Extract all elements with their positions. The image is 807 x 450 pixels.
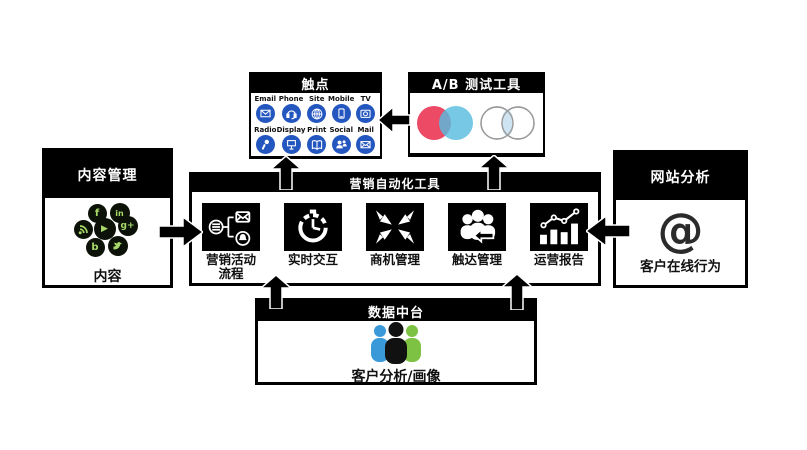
venn-overlap-lens bbox=[501, 110, 514, 136]
data-platform-title: 数据中台 bbox=[258, 301, 534, 321]
venn-diagrams bbox=[417, 106, 535, 140]
touchpoint-social: Social bbox=[328, 126, 354, 154]
web-analytics-title: 网站分析 bbox=[616, 153, 745, 200]
site-icon bbox=[307, 104, 327, 123]
converge-arrows-icon bbox=[366, 203, 424, 251]
mobile-icon bbox=[331, 104, 351, 123]
content-management-box: 内容管理 f in ▶ g+ b 内容 bbox=[42, 148, 173, 288]
audience-reach-icon bbox=[448, 203, 506, 251]
arrow-automation-to-ab bbox=[479, 155, 509, 190]
at-symbol: @ bbox=[657, 203, 704, 257]
tool-operations-report: 运营报告 bbox=[530, 203, 588, 282]
content-management-title: 内容管理 bbox=[45, 151, 170, 198]
display-icon bbox=[281, 135, 301, 154]
arrow-content-to-automation bbox=[159, 217, 203, 247]
social-icon bbox=[331, 135, 351, 154]
email-icon bbox=[255, 104, 275, 123]
tool-label: 商机管理 bbox=[369, 252, 420, 267]
arrow-data-to-automation-right bbox=[502, 274, 532, 310]
campaign-workflow-icon bbox=[202, 203, 260, 251]
touchpoint-mobile: Mobile bbox=[328, 95, 354, 123]
tool-label: 营销活动流程 bbox=[205, 252, 256, 282]
venn-blue-circle bbox=[439, 106, 473, 140]
touchpoint-site: Site bbox=[305, 95, 328, 123]
touchpoints-grid: Email Phone Site Mobile TV Radio bbox=[251, 93, 380, 154]
touchpoint-radio: Radio bbox=[254, 126, 277, 154]
youtube-icon: ▶ bbox=[93, 218, 116, 240]
marketing-automation-title: 营销自动化工具 bbox=[192, 175, 598, 192]
tool-campaign-workflow: 营销活动流程 bbox=[202, 203, 260, 282]
content-caption: 内容 bbox=[93, 269, 122, 285]
data-platform-box: 数据中台 客户分析/画像 bbox=[255, 298, 537, 385]
arrow-ab-to-touchpoints bbox=[378, 107, 410, 133]
touchpoint-tv: TV bbox=[354, 95, 377, 123]
tool-reach-management: 触达管理 bbox=[448, 203, 506, 282]
arrow-analytics-to-automation bbox=[586, 216, 630, 246]
ab-testing-box: A/B 测试工具 bbox=[408, 72, 545, 157]
customer-group-icon bbox=[371, 322, 421, 364]
arrow-automation-to-touchpoints bbox=[271, 156, 301, 190]
tool-label: 运营报告 bbox=[533, 252, 584, 267]
tool-realtime-interaction: 实时交互 bbox=[284, 203, 342, 282]
mail-icon bbox=[356, 135, 376, 154]
report-chart-icon bbox=[530, 203, 588, 251]
print-icon bbox=[307, 135, 327, 154]
touchpoint-email: Email bbox=[254, 95, 277, 123]
touchpoint-display: Display bbox=[277, 126, 305, 154]
rss-icon bbox=[73, 220, 93, 239]
touchpoint-phone: Phone bbox=[277, 95, 306, 123]
web-analytics-box: 网站分析 @ 客户在线行为 bbox=[613, 150, 748, 288]
phone-icon bbox=[281, 104, 301, 123]
blogger-icon: b bbox=[85, 238, 105, 257]
tool-opportunity-management: 商机管理 bbox=[366, 203, 424, 282]
googleplus-icon: g+ bbox=[117, 216, 138, 236]
tv-icon bbox=[356, 104, 376, 123]
tool-label: 实时交互 bbox=[287, 252, 338, 267]
radio-icon bbox=[255, 135, 275, 154]
tool-label: 触达管理 bbox=[451, 252, 502, 267]
social-icons-cluster: f in ▶ g+ b bbox=[73, 203, 143, 260]
marketing-automation-box: 营销自动化工具 营 bbox=[189, 172, 601, 286]
realtime-clock-icon bbox=[284, 203, 342, 251]
data-platform-caption: 客户分析/画像 bbox=[351, 369, 441, 385]
touchpoint-mail: Mail bbox=[354, 126, 377, 154]
web-analytics-caption: 客户在线行为 bbox=[640, 259, 721, 275]
twitter-icon bbox=[107, 236, 128, 256]
touchpoints-title: 触点 bbox=[251, 74, 380, 93]
touchpoints-box: 触点 Email Phone Site Mobile TV bbox=[249, 72, 382, 159]
touchpoint-print: Print bbox=[305, 126, 328, 154]
ab-testing-title: A/B 测试工具 bbox=[410, 74, 543, 93]
arrow-data-to-automation-left bbox=[261, 275, 291, 309]
